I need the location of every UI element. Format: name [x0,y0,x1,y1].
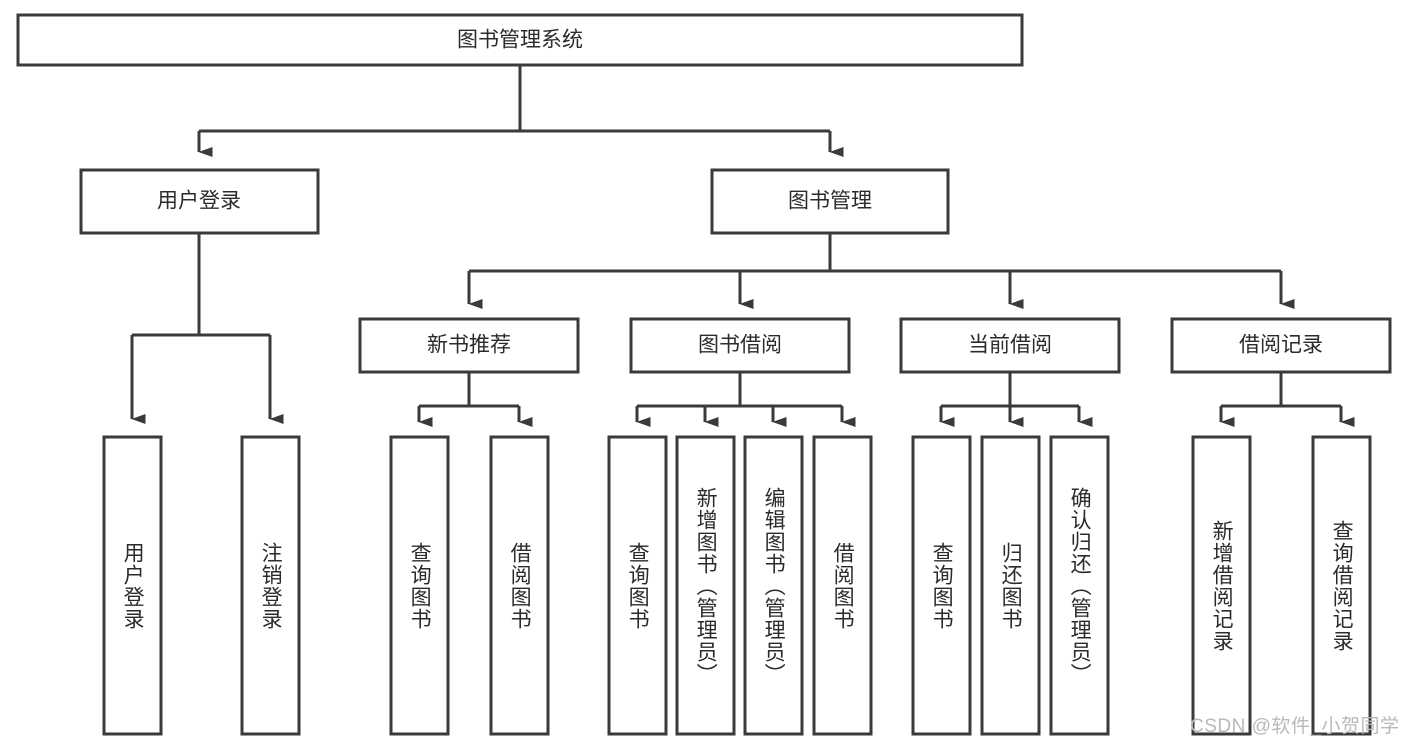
node-new-book-recommend-label: 新书推荐 [427,334,511,357]
leaf-box-record-2[interactable] [1311,435,1372,736]
node-new-book-recommend[interactable]: 新书推荐 [358,317,580,374]
leaf-box-current-1[interactable] [911,435,972,736]
node-borrow-record-label: 借阅记录 [1239,334,1323,357]
node-book-management[interactable]: 图书管理 [710,168,950,235]
connectors [130,65,1355,427]
leaf-box-record-1[interactable] [1191,435,1252,736]
node-root-label: 图书管理系统 [457,29,583,52]
leaf-box-new-book-1[interactable] [389,435,450,736]
leaf-box-current-2[interactable] [980,435,1041,736]
node-user-login[interactable]: 用户登录 [79,168,320,235]
node-current-borrow-box[interactable] [899,317,1121,374]
node-root[interactable]: 图书管理系统 [16,13,1024,67]
leaf-box-borrow-2[interactable] [675,435,736,736]
leaf-box-user-login-2[interactable] [240,435,301,736]
leaf-box-new-book-2[interactable] [489,435,550,736]
node-user-login-box[interactable] [79,168,320,235]
leaf-boxes [102,435,1372,736]
node-book-management-label: 图书管理 [788,190,872,213]
node-borrow-record[interactable]: 借阅记录 [1170,317,1392,374]
node-current-borrow[interactable]: 当前借阅 [899,317,1121,374]
node-book-borrow[interactable]: 图书借阅 [629,317,851,374]
leaf-box-borrow-1[interactable] [607,435,668,736]
node-user-login-label: 用户登录 [157,190,241,213]
node-book-management-box[interactable] [710,168,950,235]
node-book-borrow-label: 图书借阅 [698,334,782,357]
leaf-box-user-login-1[interactable] [102,435,163,736]
node-new-book-recommend-box[interactable] [358,317,580,374]
watermark: CSDN @软件_小贺同学 [1190,716,1400,737]
node-root-box[interactable] [16,13,1024,67]
leaf-box-current-3[interactable] [1049,435,1110,736]
node-book-borrow-box[interactable] [629,317,851,374]
leaf-box-borrow-3[interactable] [743,435,804,736]
node-current-borrow-label: 当前借阅 [968,334,1052,357]
leaf-box-borrow-4[interactable] [812,435,873,736]
node-borrow-record-box[interactable] [1170,317,1392,374]
